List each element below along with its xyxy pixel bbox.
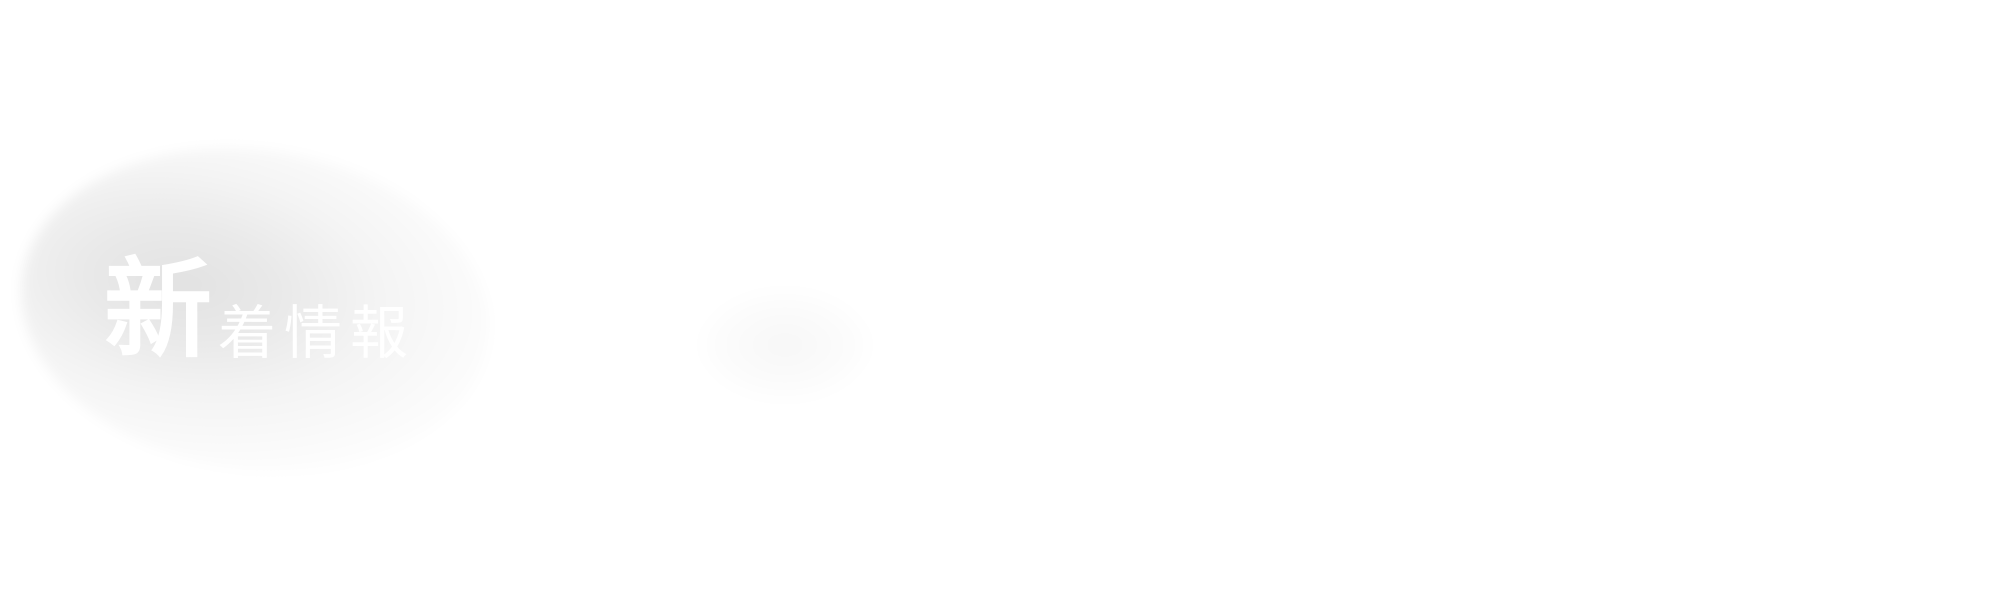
- heading-rest: 着情報: [218, 299, 417, 367]
- heading-first-char: 新: [104, 247, 213, 373]
- section-heading: 新 着情報: [104, 256, 416, 364]
- faint-shadow-blob: [700, 290, 870, 400]
